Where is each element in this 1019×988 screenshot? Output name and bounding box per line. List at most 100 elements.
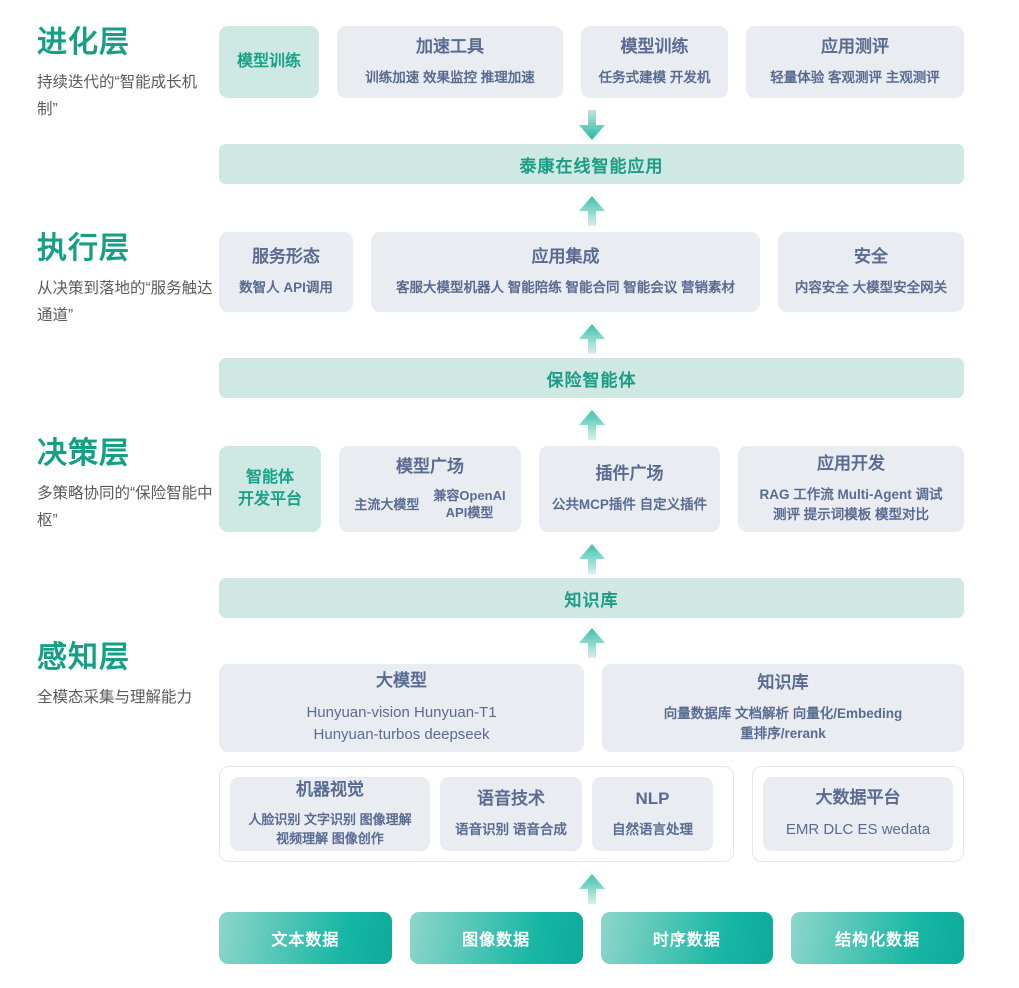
arrow-up-icon <box>578 410 605 440</box>
card-subtitle: Hunyuan-vision Hunyuan-T1 Hunyuan-turbos… <box>306 704 497 743</box>
card-title: 服务形态 <box>252 247 320 267</box>
row-data-sources: 文本数据 图像数据 时序数据 结构化数据 <box>219 912 964 964</box>
layer-title-evolve: 进化层 <box>37 26 130 59</box>
row-perceive-bottom: 机器视觉 人脸识别 文字识别 图像理解 视频理解 图像创作 语音技术 语音识别 … <box>219 766 964 862</box>
card-subtitle: 内容安全 大模型安全网关 <box>794 280 948 296</box>
card-title: 模型广场 <box>396 457 464 477</box>
arrow-up-icon <box>578 874 605 904</box>
bar-label: 保险智能体 <box>546 370 637 390</box>
data-card-text[interactable]: 文本数据 <box>219 912 392 964</box>
layer-label-execute: 执行层 从决策到落地的“服务触达通道” <box>37 232 217 329</box>
arrow-up-to-app-bar <box>219 196 964 226</box>
bar-taikang-online-ai-app[interactable]: 泰康在线智能应用 <box>219 144 964 184</box>
layer-desc-perceive: 全模态采集与理解能力 <box>37 689 193 706</box>
arrow-down-icon <box>578 110 605 140</box>
card-title: 应用测评 <box>821 37 889 57</box>
card-subtitle: 自然语言处理 <box>612 822 693 838</box>
card-speech-technology[interactable]: 语音技术 语音识别 语音合成 <box>440 777 582 851</box>
layer-desc-decide: 多策略协同的“保险智能中枢” <box>37 485 213 530</box>
card-model-training[interactable]: 模型训练 任务式建模 开发机 <box>581 26 728 98</box>
arrow-up-icon <box>578 324 605 354</box>
layer-desc-execute: 从决策到落地的“服务触达通道” <box>37 280 213 325</box>
card-title: NLP <box>635 789 670 809</box>
card-model-training-accent[interactable]: 模型训练 <box>219 26 319 98</box>
data-card-label: 结构化数据 <box>835 932 921 949</box>
data-card-label: 文本数据 <box>271 932 340 949</box>
card-application-development[interactable]: 应用开发 RAG 工作流 Multi-Agent 调试 测评 提示词模板 模型对… <box>738 446 964 532</box>
card-title: 应用开发 <box>817 454 885 474</box>
layer-title-perceive: 感知层 <box>37 641 130 674</box>
card-subtitle: 人脸识别 文字识别 图像理解 视频理解 图像创作 <box>248 812 412 846</box>
group-big-data: 大数据平台 EMR DLC ES wedata <box>752 766 964 862</box>
card-title: 模型训练 <box>620 37 689 57</box>
card-subtitle: RAG 工作流 Multi-Agent 调试 测评 提示词模板 模型对比 <box>759 487 943 522</box>
data-card-timeseries[interactable]: 时序数据 <box>600 912 774 964</box>
card-subtitle: 轻量体验 客观测评 主观测评 <box>770 70 940 86</box>
card-plugin-plaza[interactable]: 插件广场 公共MCP插件 自定义插件 <box>539 446 720 532</box>
card-title: 加速工具 <box>416 37 484 57</box>
group-ai-capabilities: 机器视觉 人脸识别 文字识别 图像理解 视频理解 图像创作 语音技术 语音识别 … <box>219 766 734 862</box>
card-agent-dev-platform-accent[interactable]: 智能体 开发平台 <box>219 446 321 532</box>
card-subtitle: 向量数据库 文档解析 向量化/Embeding 重排序/rerank <box>663 706 903 741</box>
bar-label: 泰康在线智能应用 <box>519 156 664 176</box>
card-title: 语音技术 <box>477 789 545 809</box>
layer-desc-evolve: 持续迭代的“智能成长机制” <box>37 74 198 119</box>
arrow-up-from-perceive <box>219 628 964 658</box>
card-subtitle-left: 主流大模型 <box>354 496 420 512</box>
card-large-model[interactable]: 大模型 Hunyuan-vision Hunyuan-T1 Hunyuan-tu… <box>219 664 584 752</box>
card-subtitle: 客服大模型机器人 智能陪练 智能合同 智能会议 营销素材 <box>395 280 735 296</box>
card-security[interactable]: 安全 内容安全 大模型安全网关 <box>778 232 964 312</box>
card-title: 插件广场 <box>595 464 664 484</box>
data-card-label: 图像数据 <box>462 932 531 949</box>
card-knowledge-base[interactable]: 知识库 向量数据库 文档解析 向量化/Embeding 重排序/rerank <box>602 664 964 752</box>
bar-label: 知识库 <box>564 590 619 610</box>
arrow-up-to-kb-bar <box>219 544 964 574</box>
arrow-up-to-agent-bar <box>219 324 964 354</box>
layer-label-perceive: 感知层 全模态采集与理解能力 <box>37 641 217 711</box>
card-title: 模型训练 <box>236 53 301 71</box>
data-card-structured[interactable]: 结构化数据 <box>791 912 964 964</box>
card-subtitle: 公共MCP插件 自定义插件 <box>551 497 708 513</box>
card-nlp[interactable]: NLP 自然语言处理 <box>592 777 713 851</box>
layer-title-execute: 执行层 <box>37 232 130 265</box>
card-title: 知识库 <box>757 673 809 693</box>
card-subtitle: 任务式建模 开发机 <box>598 70 711 86</box>
arrow-up-from-decide <box>219 410 964 440</box>
card-acceleration-tools[interactable]: 加速工具 训练加速 效果监控 推理加速 <box>337 26 563 98</box>
card-subtitle: 训练加速 效果监控 推理加速 <box>365 70 535 86</box>
card-title: 大数据平台 <box>815 788 901 808</box>
card-title: 安全 <box>854 247 888 267</box>
layer-label-decide: 决策层 多策略协同的“保险智能中枢” <box>37 437 217 534</box>
arrow-up-from-data <box>219 874 964 904</box>
arrow-up-icon <box>578 544 605 574</box>
diagram-stack: 模型训练 加速工具 训练加速 效果监控 推理加速 模型训练 任务式建模 开发机 … <box>219 0 964 964</box>
card-subtitle-right: 兼容OpenAI API模型 <box>433 488 506 520</box>
card-title: 机器视觉 <box>296 780 364 800</box>
bar-insurance-agent[interactable]: 保险智能体 <box>219 358 964 398</box>
card-machine-vision[interactable]: 机器视觉 人脸识别 文字识别 图像理解 视频理解 图像创作 <box>230 777 430 851</box>
card-application-evaluation[interactable]: 应用测评 轻量体验 客观测评 主观测评 <box>746 26 964 98</box>
card-subtitle: 数智人 API调用 <box>239 280 333 296</box>
card-title: 大模型 <box>376 671 427 691</box>
card-model-plaza[interactable]: 模型广场 主流大模型 兼容OpenAI API模型 <box>339 446 521 532</box>
card-subtitle: EMR DLC ES wedata <box>785 821 931 839</box>
card-title: 智能体 开发平台 <box>237 469 302 508</box>
card-big-data-platform[interactable]: 大数据平台 EMR DLC ES wedata <box>763 777 953 851</box>
arrow-up-icon <box>578 628 605 658</box>
card-title: 应用集成 <box>531 247 600 267</box>
card-service-form[interactable]: 服务形态 数智人 API调用 <box>219 232 353 312</box>
bar-knowledge-base[interactable]: 知识库 <box>219 578 964 618</box>
card-subtitle: 语音识别 语音合成 <box>455 822 567 838</box>
row-perceive-top: 大模型 Hunyuan-vision Hunyuan-T1 Hunyuan-tu… <box>219 664 964 752</box>
row-execute: 服务形态 数智人 API调用 应用集成 客服大模型机器人 智能陪练 智能合同 智… <box>219 232 964 312</box>
row-decide: 智能体 开发平台 模型广场 主流大模型 兼容OpenAI API模型 插件广场 … <box>219 446 964 532</box>
row-evolve: 模型训练 加速工具 训练加速 效果监控 推理加速 模型训练 任务式建模 开发机 … <box>219 26 964 98</box>
layer-label-evolve: 进化层 持续迭代的“智能成长机制” <box>37 26 217 123</box>
data-card-label: 时序数据 <box>652 932 721 949</box>
data-card-image[interactable]: 图像数据 <box>409 912 583 964</box>
arrow-down-to-app-bar <box>219 110 964 140</box>
layer-title-decide: 决策层 <box>37 437 130 470</box>
arrow-up-icon <box>578 196 605 226</box>
card-application-integration[interactable]: 应用集成 客服大模型机器人 智能陪练 智能合同 智能会议 营销素材 <box>371 232 760 312</box>
